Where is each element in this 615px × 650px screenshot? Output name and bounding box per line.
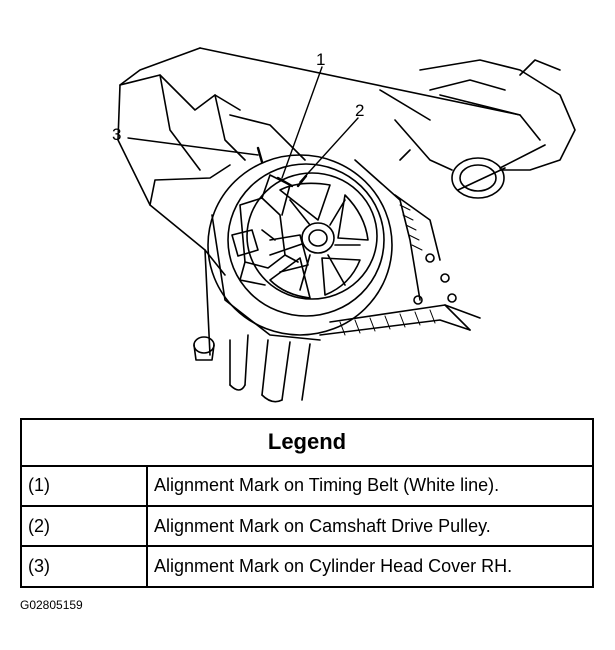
legend-row: (1) Alignment Mark on Timing Belt (White… [20,464,594,508]
legend-row-number: (3) [20,545,148,588]
camshaft-drive-pulley [207,154,393,341]
alignment-mark-belt [276,176,294,188]
legend-row-number: (1) [20,464,148,508]
legend-title: Legend [20,418,594,467]
legend-header-row: Legend [20,418,594,467]
engine-illustration [117,47,576,403]
figure-code: G02805159 [20,598,83,612]
sensor-bracket [231,174,309,286]
timing-belt [319,159,481,336]
legend-row: (3) Alignment Mark on Cylinder Head Cove… [20,545,594,588]
cylinder-head-cover [117,47,541,356]
leader-lines [127,66,359,183]
callout-1: 1 [316,50,326,69]
lower-bosses [193,334,311,403]
legend-row-text: Alignment Mark on Camshaft Drive Pulley. [146,505,594,548]
legend-row: (2) Alignment Mark on Camshaft Drive Pul… [20,505,594,548]
callout-2: 2 [355,101,365,120]
alignment-mark-cover [256,146,264,164]
legend-table: Legend (1) Alignment Mark on Timing Belt… [20,418,594,588]
water-pipe [394,59,576,199]
legend-row-number: (2) [20,505,148,548]
legend-row-text: Alignment Mark on Cylinder Head Cover RH… [146,545,594,588]
legend-row-text: Alignment Mark on Timing Belt (White lin… [146,464,594,508]
callout-3: 3 [112,125,122,144]
